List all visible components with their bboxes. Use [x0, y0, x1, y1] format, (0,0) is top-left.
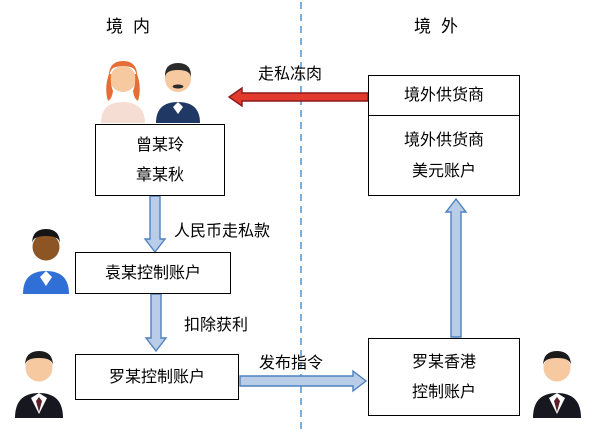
node-zeng-zhang-line1: 曾某玲 — [135, 134, 184, 154]
region-label-overseas: 境外 — [414, 17, 468, 37]
node-zeng-zhang-line2: 章某秋 — [135, 165, 184, 184]
node-yuan-account: 袁某控制账户 — [75, 252, 231, 294]
deduct-profit-arrow — [144, 293, 168, 353]
node-luo-account-label: 罗某控制账户 — [108, 366, 205, 386]
rmb-funds-arrow — [143, 195, 167, 254]
node-luo-hk-account-line1: 罗某香港 — [411, 351, 476, 371]
woman-avatar — [101, 61, 145, 123]
smuggle-meat-arrow — [227, 86, 369, 108]
node-luo-hk-account-line2: 控制账户 — [411, 382, 476, 401]
node-overseas-supplier-label: 境外供货商 — [403, 85, 484, 105]
smuggle-meat-label: 走私冻肉 — [258, 64, 323, 83]
man-suit-avatar-left — [15, 351, 63, 418]
node-overseas-supplier: 境外供货商 — [368, 75, 520, 116]
man-mustache-avatar — [156, 63, 200, 123]
node-luo-hk-account: 罗某香港 控制账户 — [368, 338, 520, 416]
hk-to-usd-account-arrow — [444, 197, 468, 338]
region-label-domestic: 境内 — [106, 17, 160, 37]
node-overseas-supplier-usd: 境外供货商 美元账户 — [368, 115, 520, 196]
node-overseas-supplier-usd-line2: 美元账户 — [411, 160, 476, 180]
node-zeng-zhang: 曾某玲 章某秋 — [95, 124, 225, 196]
man-suit-avatar-right — [533, 351, 581, 418]
node-overseas-supplier-usd-line1: 境外供货商 — [403, 130, 484, 150]
deduct-profit-label: 扣除获利 — [184, 315, 249, 334]
issue-order-arrow — [239, 369, 368, 393]
rmb-smuggle-funds-label: 人民币走私款 — [174, 221, 271, 240]
issue-order-label: 发布指令 — [259, 353, 324, 372]
node-luo-account: 罗某控制账户 — [75, 354, 239, 400]
node-yuan-account-label: 袁某控制账户 — [104, 262, 201, 282]
man-blue-shirt-avatar — [23, 229, 69, 294]
